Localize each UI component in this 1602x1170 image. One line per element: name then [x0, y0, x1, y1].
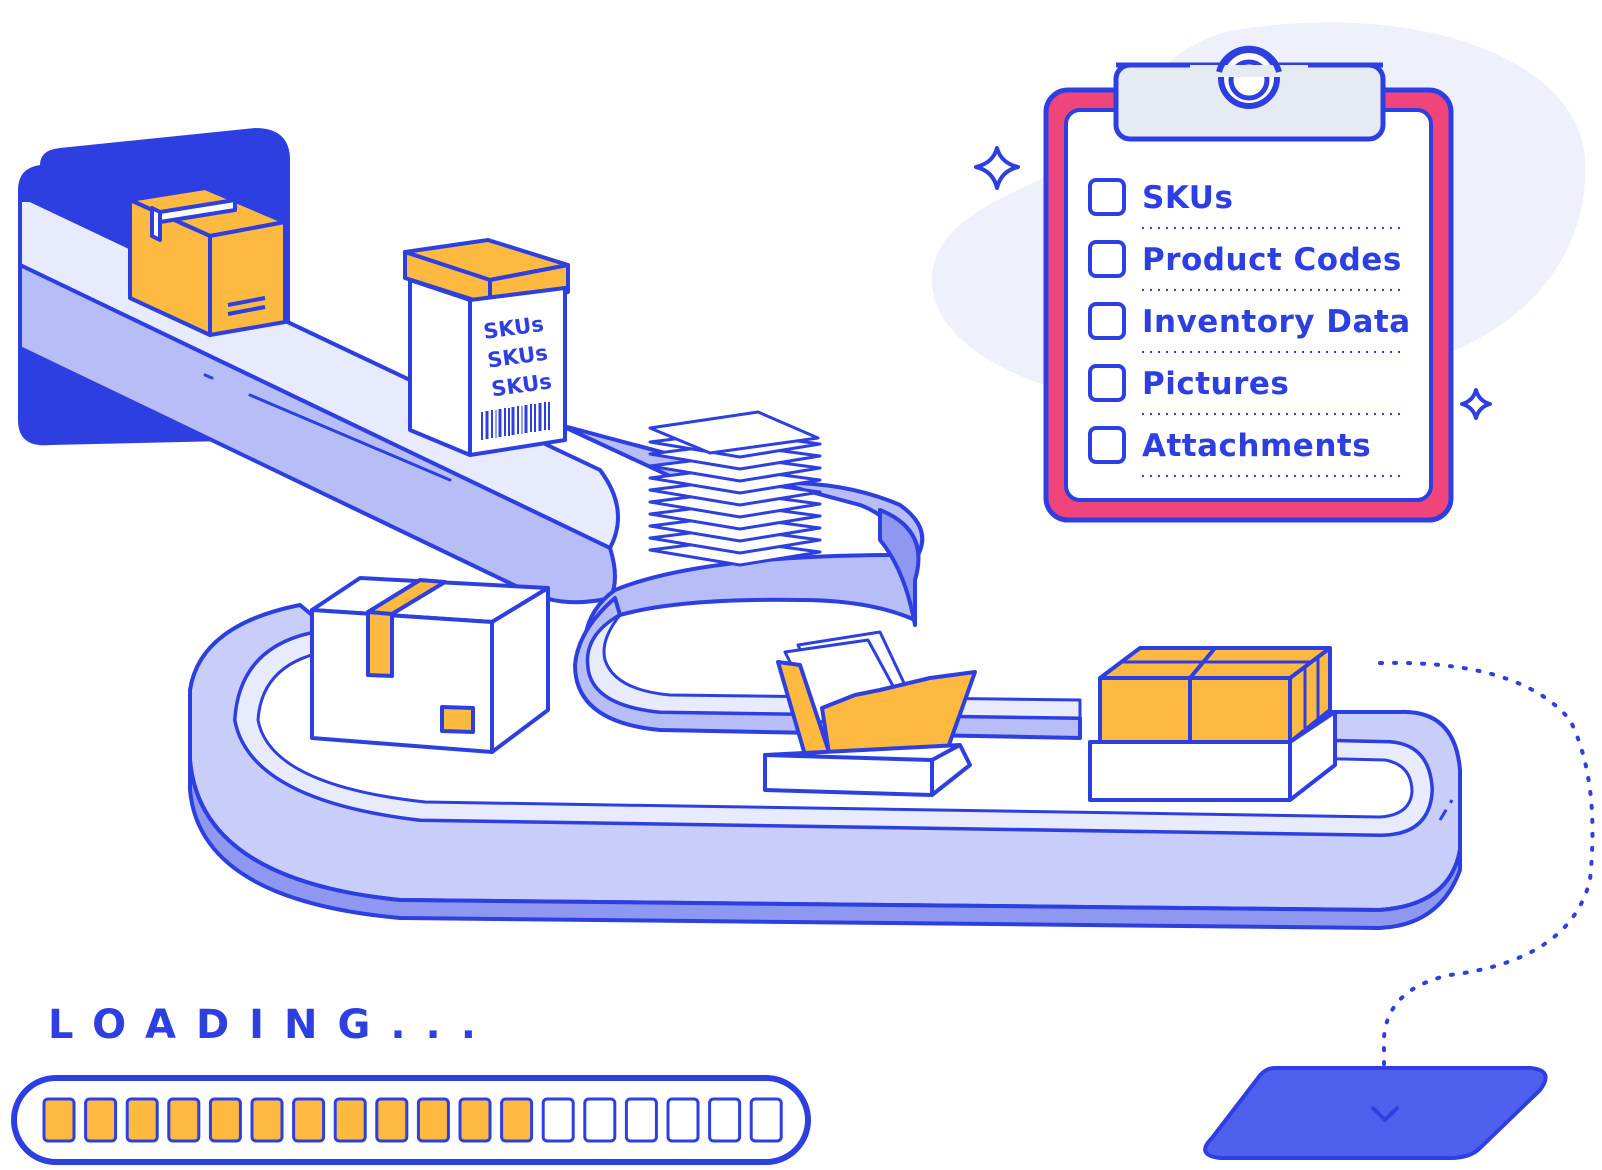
loading-segment-filled	[416, 1097, 450, 1143]
dotted-path	[1378, 660, 1595, 1102]
checklist-item-label: Attachments	[1142, 428, 1371, 464]
folder-tray	[763, 630, 977, 797]
paper-stack	[648, 410, 822, 567]
loading-segment-filled	[84, 1097, 118, 1143]
loading-segment-filled	[167, 1097, 201, 1143]
loading-segment-empty	[583, 1097, 617, 1143]
loading-segment-empty	[749, 1097, 783, 1143]
orange-box	[128, 186, 287, 337]
checklist-item-label: Pictures	[1142, 366, 1289, 402]
loading-segment-filled	[458, 1097, 492, 1143]
checkbox[interactable]	[1088, 302, 1126, 340]
checkbox[interactable]	[1088, 364, 1126, 402]
checkbox[interactable]	[1088, 178, 1126, 216]
checklist-item: Inventory Data	[1088, 302, 1411, 353]
loading-bar-segments	[42, 1097, 783, 1143]
loading-segment-empty	[708, 1097, 742, 1143]
checkbox[interactable]	[1088, 426, 1126, 464]
loading-segment-filled	[208, 1097, 242, 1143]
box-cluster-tray	[1088, 646, 1337, 802]
white-box	[310, 576, 550, 754]
loading-label: LOADING...	[48, 1002, 496, 1048]
loading-segment-empty	[541, 1097, 575, 1143]
loading-segment-filled	[375, 1097, 409, 1143]
checklist-item: Pictures	[1088, 364, 1400, 415]
loading-segment-filled	[500, 1097, 534, 1143]
sparkle-icon	[974, 146, 1020, 190]
loading-segment-filled	[42, 1097, 76, 1143]
checklist-item-label: Inventory Data	[1142, 304, 1411, 340]
chevron-down-icon	[1371, 1106, 1399, 1122]
checklist-item: Attachments	[1088, 426, 1400, 477]
loading-segment-filled	[125, 1097, 159, 1143]
sku-box: SKUs SKUs SKUs	[403, 238, 570, 457]
barcode-icon	[481, 402, 550, 440]
checklist-item-label: Product Codes	[1142, 242, 1402, 278]
loading-segment-empty	[666, 1097, 700, 1143]
loading-segment-filled	[292, 1097, 326, 1143]
checklist-item: SKUs	[1088, 178, 1400, 229]
loading-segment-filled	[250, 1097, 284, 1143]
sparkle-icon-small	[1460, 388, 1492, 420]
checklist-item-label: SKUs	[1142, 180, 1233, 216]
loading-segment-filled	[333, 1097, 367, 1143]
loading-segment-empty	[624, 1097, 658, 1143]
checkbox[interactable]	[1088, 240, 1126, 278]
checklist-item: Product Codes	[1088, 240, 1402, 291]
